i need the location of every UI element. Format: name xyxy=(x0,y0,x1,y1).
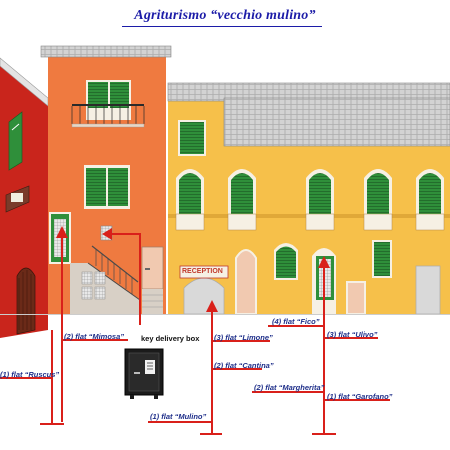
arched-windows xyxy=(175,169,445,231)
flat-label-fico: (4) flat “Fico” xyxy=(272,317,320,326)
flat-label-ruscus: (1) flat “Ruscus” xyxy=(0,370,60,379)
ulivo-arrow xyxy=(318,256,330,268)
keybox-arrow xyxy=(102,228,112,240)
title-underline xyxy=(122,26,322,27)
flat-label-margherita: (2) flat “Margherita” xyxy=(254,383,325,392)
flat-label-garofano: (1) flat “Garofano” xyxy=(327,392,393,401)
flat-label-cantina: (2) flat “Cantina” xyxy=(214,361,274,370)
mimosa-arrow xyxy=(56,226,68,238)
flat-label-ulivo: (3) flat “Ulivo” xyxy=(327,330,378,339)
ground-line xyxy=(0,314,450,315)
yellow-building xyxy=(167,82,450,315)
flat-label-mimosa: (2) flat “Mimosa” xyxy=(64,332,125,341)
leader-lines xyxy=(0,228,390,435)
red-building xyxy=(0,57,49,338)
flat-label-mulino: (1) flat “Mulino” xyxy=(150,412,207,421)
mulino-arrow xyxy=(206,300,218,312)
keybox-line xyxy=(108,233,141,325)
arrow-heads xyxy=(56,226,330,312)
flat-label-limone: (3) flat “Limone” xyxy=(214,333,273,342)
page-title: Agriturismo “vecchio mulino” xyxy=(134,8,316,23)
safe-icon[interactable] xyxy=(124,348,164,399)
key-box-label: key delivery box xyxy=(141,334,200,343)
reception-sign: RECEPTION xyxy=(182,268,223,275)
orange-building xyxy=(40,45,172,314)
